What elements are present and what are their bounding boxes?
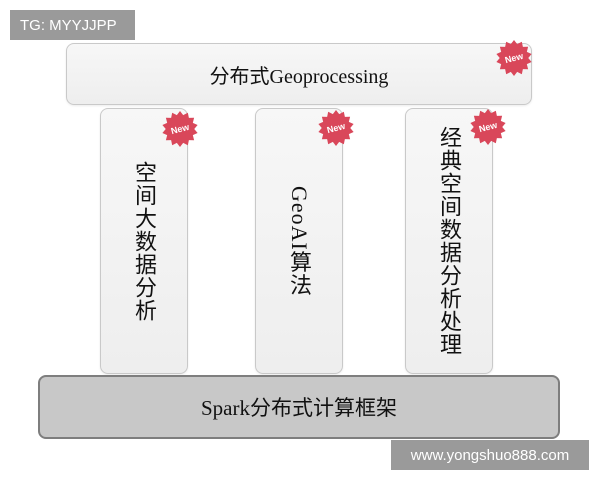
pillar-geoai: GeoAI算法 xyxy=(255,108,343,374)
foundation-label: Spark分布式计算框架 xyxy=(201,396,397,420)
new-badge-icon: New xyxy=(495,39,533,77)
foundation-box-spark: Spark分布式计算框架 xyxy=(38,375,560,439)
new-badge-icon: New xyxy=(161,110,199,148)
new-badge-icon: New xyxy=(469,108,507,146)
pillar-label: 空间大数据分析 xyxy=(132,160,157,322)
watermark-bottom: www.yongshuo888.com xyxy=(391,440,589,470)
pillar-classic-spatial-analysis: 经典空间数据分析处理 xyxy=(405,108,493,374)
new-badge-icon: New xyxy=(317,109,355,147)
roof-label: 分布式Geoprocessing xyxy=(209,65,389,88)
pillar-label: GeoAI算法 xyxy=(287,185,312,297)
roof-box-geoprocessing: 分布式Geoprocessing xyxy=(66,43,532,105)
pillar-label: 经典空间数据分析处理 xyxy=(437,126,462,356)
watermark-top: TG: MYYJJPP xyxy=(10,10,135,40)
pillar-spatial-big-data: 空间大数据分析 xyxy=(100,108,188,374)
